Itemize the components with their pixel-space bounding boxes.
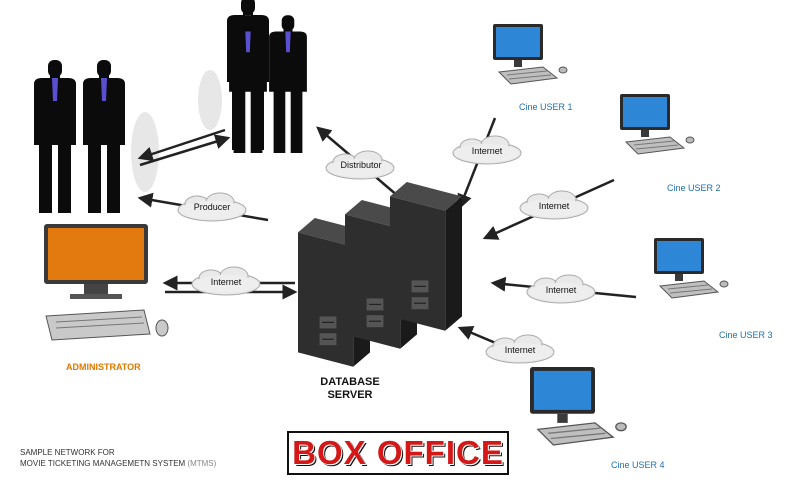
box-office-logo: BOX OFFICE [287, 431, 509, 475]
footer-note: SAMPLE NETWORK FOR MOVIE TICKETING MANAG… [20, 447, 216, 469]
internet-label-user2: Internet [538, 201, 570, 211]
internet-label-user3: Internet [545, 285, 577, 295]
cine-user-2-label: Cine USER 2 [667, 183, 721, 193]
administrator-label: ADMINISTRATOR [66, 362, 141, 372]
internet-label-user4: Internet [504, 345, 536, 355]
producer-label: Producer [193, 202, 231, 212]
administrator-computer [44, 224, 169, 341]
producers-group [34, 60, 125, 213]
internet-label-admin: Internet [210, 277, 242, 287]
distributor-label: Distributor [340, 160, 382, 170]
database-server [297, 181, 463, 368]
cine-user-1-computer [492, 23, 568, 85]
cine-user-4-label: Cine USER 4 [611, 460, 665, 470]
cine-user-1-label: Cine USER 1 [519, 102, 573, 112]
database-server-label-line2: SERVER [327, 389, 373, 401]
cine-user-3-computer [653, 237, 729, 299]
internet-label-user1: Internet [471, 146, 503, 156]
footer-line2-main: MOVIE TICKETING MANAGEMETN SYSTEM [20, 459, 186, 468]
cine-user-4-computer [529, 366, 627, 446]
database-server-label-line1: DATABASE [320, 376, 380, 388]
footer-line1: SAMPLE NETWORK FOR [20, 448, 115, 457]
footer-line2-suffix: (MTMS) [185, 459, 217, 468]
footer-line2: MOVIE TICKETING MANAGEMETN SYSTEM (MTMS) [20, 458, 216, 469]
people-shadows [131, 70, 222, 192]
database-server-label: DATABASE SERVER [305, 376, 395, 402]
cine-user-2-computer [619, 93, 695, 155]
box-office-text: BOX OFFICE [292, 434, 504, 471]
cine-user-3-label: Cine USER 3 [719, 330, 773, 340]
